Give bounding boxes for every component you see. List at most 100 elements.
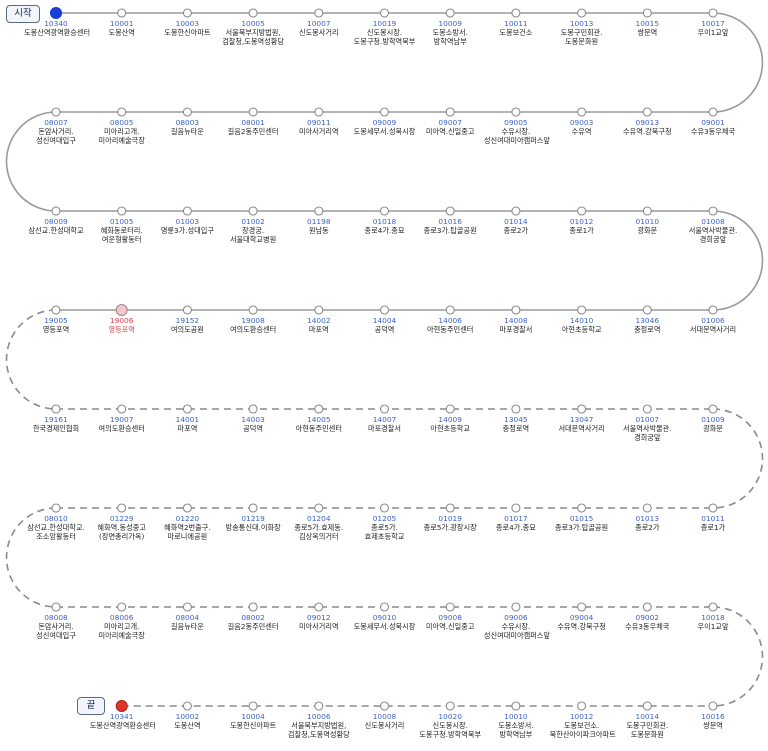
stop-marker[interactable] — [642, 404, 652, 414]
stop-marker[interactable] — [642, 206, 652, 216]
stop-marker[interactable] — [379, 206, 390, 216]
stop-marker[interactable] — [511, 107, 521, 117]
stop-marker[interactable] — [51, 404, 61, 414]
stop-marker[interactable] — [511, 602, 521, 612]
stop-marker[interactable] — [708, 701, 718, 711]
stop-marker[interactable] — [511, 503, 521, 513]
stop-marker[interactable] — [642, 107, 652, 117]
stop-marker[interactable] — [248, 602, 258, 612]
end-stop-marker[interactable] — [115, 699, 128, 713]
stop-marker[interactable] — [379, 8, 390, 18]
stop-marker[interactable] — [642, 602, 652, 612]
stop-marker[interactable] — [708, 305, 718, 315]
stop-marker[interactable] — [314, 107, 324, 117]
stop-marker[interactable] — [117, 8, 127, 18]
stop-marker[interactable] — [248, 305, 258, 315]
stop-marker[interactable] — [51, 602, 61, 612]
stop-marker[interactable] — [117, 107, 127, 117]
current-stop-marker[interactable] — [115, 303, 128, 317]
stop-marker[interactable] — [182, 503, 192, 513]
stop-marker[interactable] — [182, 701, 192, 711]
stop-marker[interactable] — [445, 107, 455, 117]
stop-marker[interactable] — [379, 404, 390, 414]
stop-marker[interactable] — [511, 305, 521, 315]
stop-marker[interactable] — [314, 602, 324, 612]
stop-marker[interactable] — [182, 206, 192, 216]
stop-marker[interactable] — [445, 305, 455, 315]
stop-marker[interactable] — [708, 8, 718, 18]
stop-marker[interactable] — [117, 206, 127, 216]
stop-marker[interactable] — [577, 404, 587, 414]
stop-marker[interactable] — [314, 503, 324, 513]
stop-marker[interactable] — [511, 701, 521, 711]
stop-marker[interactable] — [248, 206, 258, 216]
stop-marker[interactable] — [51, 107, 61, 117]
start-stop-marker[interactable] — [49, 6, 63, 20]
stop-marker[interactable] — [379, 602, 390, 612]
stop-marker[interactable] — [51, 503, 61, 513]
stop-marker[interactable] — [708, 602, 718, 612]
stop-marker[interactable] — [577, 206, 587, 216]
stop-marker[interactable] — [577, 602, 587, 612]
stop-marker[interactable] — [314, 8, 324, 18]
stop-marker[interactable] — [117, 404, 127, 414]
stop-marker[interactable] — [577, 503, 587, 513]
stop-marker[interactable] — [642, 305, 652, 315]
stop-marker[interactable] — [577, 305, 587, 315]
stop-marker[interactable] — [182, 602, 192, 612]
stop-marker[interactable] — [51, 206, 61, 216]
stop-marker[interactable] — [182, 305, 192, 315]
stop-marker[interactable] — [642, 503, 652, 513]
stop-marker[interactable] — [445, 503, 455, 513]
stop-marker[interactable] — [314, 701, 324, 711]
stop-marker[interactable] — [117, 602, 127, 612]
stop-marker[interactable] — [379, 107, 390, 117]
